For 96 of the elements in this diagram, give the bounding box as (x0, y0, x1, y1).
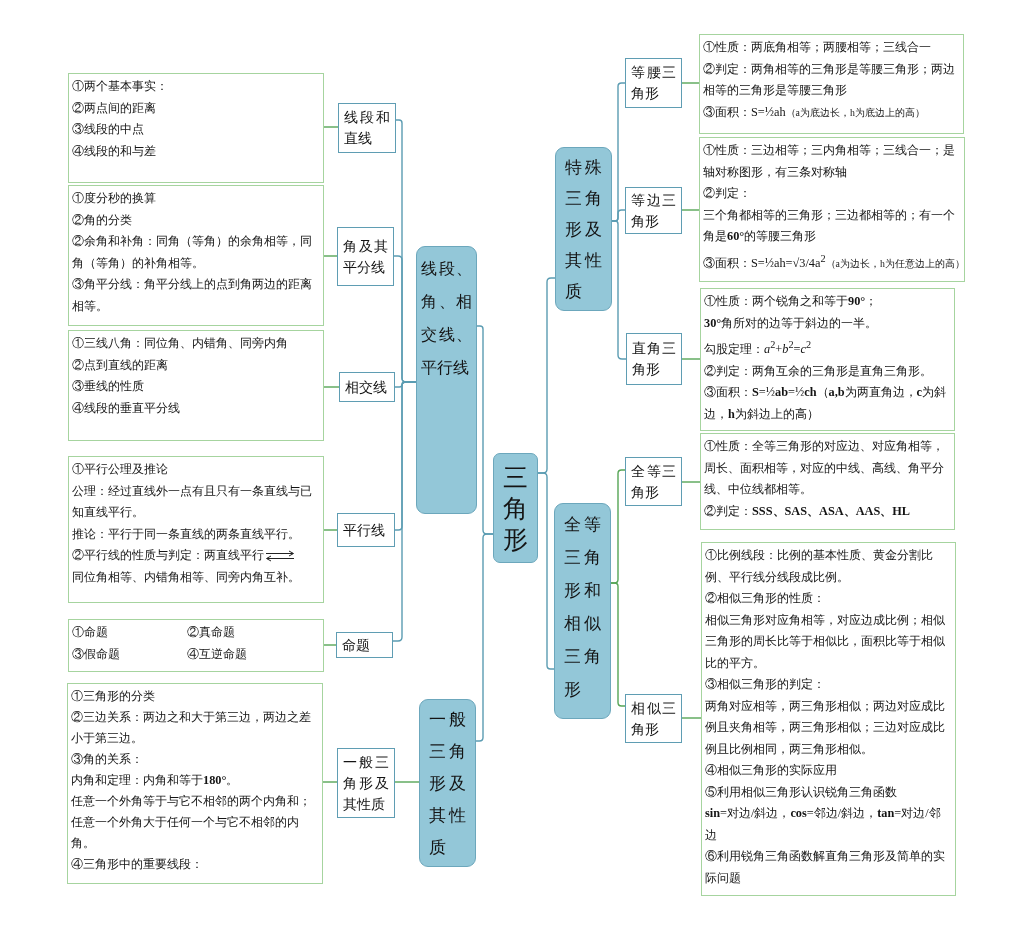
note-text: 推论：平行于同一条直线的两条直线平行。 (72, 525, 301, 543)
note-text: ①平行公理及推论 (72, 461, 169, 478)
note-box (700, 288, 955, 431)
connector-line (681, 481, 701, 483)
note-text: 勾股定理：a$^{2}$+b$^{2}$=c$^{2}$ (704, 338, 813, 359)
note-text: ③角平分线：角平分线上的点到角两边的距离相等。 (72, 276, 313, 315)
subtopic-box: 命题 (336, 632, 393, 658)
note-text: ④线段的和与差 (72, 142, 157, 160)
note-text: ①度分秒的换算 (72, 190, 157, 207)
note-text: ④三角形中的重要线段： (71, 856, 204, 873)
connector-line (610, 582, 626, 707)
subtopic-box: 线段和直线 (338, 103, 396, 153)
subtopic-box: 直角三角形 (626, 333, 682, 385)
note-text: 公理：经过直线外一点有且只有一条直线与已知直线平行。 (72, 482, 313, 521)
connector-line (537, 472, 555, 670)
note-text: ②判定：两角相等的三角形是等腰三角形；两边相等的三角形是等腰三角形 (703, 60, 956, 99)
note-text: ①性质：三边相等；三内角相等；三线合一；是轴对称图形，有三条对称轴 (703, 142, 956, 181)
note-text: 任意一个外角等于与它不相邻的两个内角和；任意一个外角大于任何一个与它不相邻的内角。 (71, 793, 312, 852)
connector-line (323, 529, 338, 531)
note-text: ②判定：SSS、SAS、ASA、AAS、HL (704, 502, 912, 520)
note-box (68, 456, 324, 603)
note-text: 同位角相等、内错角相等、同旁内角互补。 (72, 568, 301, 586)
subtopic-box: 相似三角形 (625, 694, 682, 743)
note-text: （a为底边长，h为底边上的高） (785, 106, 925, 118)
note-text: ③垂线的性质 (72, 378, 145, 395)
note-text: ⑤利用相似三角形认识锐角三角函数 (705, 783, 898, 801)
note-text: ②平行线的性质与判定：两直线平行 (72, 548, 264, 562)
connector-line (475, 533, 494, 742)
note-text: ③面积：S=½ah (703, 104, 786, 119)
note-text: ②判定： (703, 185, 752, 202)
note-text: ②角的分类 (72, 211, 133, 229)
note-text: ④线段的垂直平分线 (72, 399, 181, 417)
note-text: ①比例线段：比例的基本性质、黄金分割比例、平行线分线段成比例。 (705, 547, 934, 586)
note-text: ①两个基本事实： (72, 78, 169, 95)
note-text: ②两点间的距离 (72, 99, 157, 117)
note-text: 30°角所对的边等于斜边的一半。 (704, 314, 879, 332)
note-text: ①三线八角：同位角、内错角、同旁内角 (72, 335, 289, 352)
note-text: 三个角都相等的三角形；三边都相等的；有一个角是60°的等腰三角形 (703, 206, 956, 245)
subtopic-box: 等边三角形 (625, 187, 682, 234)
note-text: ①命题 (72, 624, 109, 641)
note-box (67, 683, 323, 884)
note-text: ③面积：S=½ah=√3/4a$^{2}$ (703, 255, 826, 270)
note-text: （a为边长，h为任意边上的高） (825, 257, 965, 269)
branch-topic: 全等三角形和相似三角形 (554, 503, 611, 719)
branch-topic: 特殊三角形及其性质 (555, 147, 612, 311)
connector-line (681, 358, 701, 360)
note-box (68, 73, 324, 183)
note-text: sin=对边/斜边，cos=邻边/斜边，tan=对边/邻边 (705, 805, 942, 844)
note-box (68, 330, 324, 441)
note-text: ①性质：两个锐角之和等于90°； (704, 293, 879, 310)
note-text: ③相似三角形的判定： (705, 676, 826, 693)
subtopic-box: 等腰三角形 (625, 58, 682, 108)
note-text: ①三角形的分类 (71, 688, 156, 705)
connector-line (681, 209, 700, 211)
branch-topic: 线段、角、相交线、平行线 (416, 246, 477, 514)
note-text: ①性质：全等三角形的对应边、对应角相等，周长、面积相等，对应的中线、高线、角平分线、中位线都相等。 (704, 438, 945, 498)
subtopic-box: 全等三角形 (625, 457, 682, 506)
note-text: ③角的关系： (71, 751, 144, 768)
note-text: 相似三角形对应角相等，对应边成比例；相似三角形的周长比等于相似比，面积比等于相似比的平方。 (705, 611, 946, 672)
note-box (68, 619, 324, 672)
connector-line (394, 781, 420, 783)
note-text: ②余角和补角：同角（等角）的余角相等，同角（等角）的补角相等。 (72, 233, 313, 272)
note-text: ②相似三角形的性质： (705, 590, 826, 607)
subtopic-box: 一般三角形及其性质 (337, 748, 395, 818)
note-box (701, 542, 956, 896)
connector-line (322, 781, 338, 783)
subtopic-box: 相交线 (339, 372, 395, 402)
note-text: 两角对应相等，两三角形相似；两边对应成比例且夹角相等，两三角形相似；三边对应成比例且比例相同，两三角形相似。 (705, 697, 946, 758)
note-text: ④相似三角形的实际应用 (705, 762, 838, 779)
subtopic-box: 平行线 (337, 513, 395, 547)
note-text: 内角和定理：内角和等于180°。 (71, 772, 240, 789)
note-box (68, 185, 324, 326)
note-text: ③假命题 (72, 645, 121, 663)
branch-topic: 一般三角形及其性质 (419, 699, 476, 867)
note-box (699, 34, 964, 134)
note-text: ③面积：S=½ab=½ch（a,b为两直角边，c为斜边，h为斜边上的高） (704, 384, 948, 423)
subtopic-box: 角及其平分线 (337, 227, 394, 286)
connector-line (323, 255, 338, 257)
note-text: ②三边关系：两边之和大于第三边，两边之差小于第三边。 (71, 709, 312, 747)
note-text: ②真命题 (187, 624, 236, 641)
note-box (700, 433, 955, 530)
note-box (699, 137, 965, 282)
note-text: ②判定：两角互余的三角形是直角三角形。 (704, 362, 933, 380)
note-text: ①性质：两底角相等；两腰相等；三线合一 (703, 39, 932, 56)
connector-line (681, 82, 700, 84)
central-topic: 三角形 (493, 453, 538, 563)
note-text: ④互逆命题 (187, 645, 248, 663)
note-text: ⑥利用锐角三角函数解直角三角形及简单的实际问题 (705, 848, 946, 887)
connector-line (681, 717, 702, 719)
note-text: ②点到直线的距离 (72, 356, 169, 374)
note-text: ③线段的中点 (72, 121, 145, 138)
connector-line (323, 644, 337, 646)
connector-line (323, 386, 340, 388)
connector-line (392, 381, 417, 642)
connector-line (611, 220, 627, 360)
connector-line (323, 126, 339, 128)
